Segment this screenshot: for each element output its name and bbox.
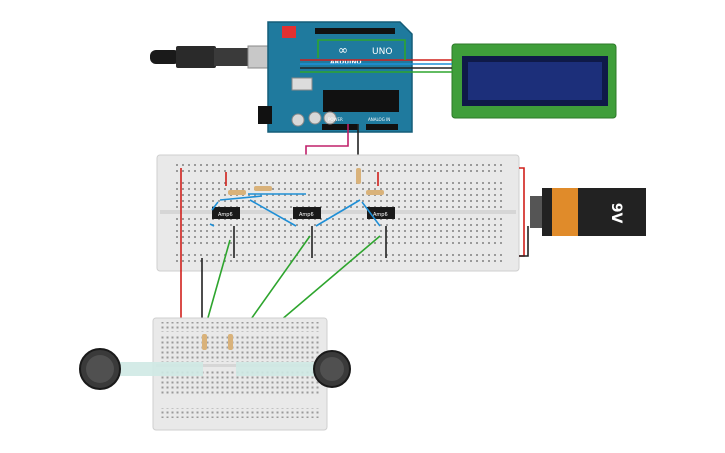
resistor xyxy=(366,190,384,195)
power-jack xyxy=(258,106,272,124)
digital-header xyxy=(315,28,395,34)
analog-header xyxy=(366,124,398,130)
arduino-brand: ARDUINO xyxy=(330,59,361,66)
lcd-wires xyxy=(300,39,452,73)
arduino-uno-board: ∞ ARDUINO UNO POWER ANALOG IN xyxy=(258,21,413,133)
force-sensors xyxy=(79,348,351,390)
op-amp-chip xyxy=(367,207,395,219)
arduino-logo: ∞ xyxy=(338,43,348,57)
op-amp-chip xyxy=(293,207,321,219)
svg-text:Amp6: Amp6 xyxy=(218,212,233,218)
power-label: POWER xyxy=(328,117,343,122)
op-amp-chips: Amp6 Amp6 Amp6 xyxy=(212,207,395,219)
op-amp-chip xyxy=(212,207,240,219)
breadboard-jumpers xyxy=(209,172,387,258)
resistors-main xyxy=(228,168,384,195)
analog-label: ANALOG IN xyxy=(368,117,390,122)
battery-terminal-cap xyxy=(542,188,552,236)
resistor xyxy=(254,186,272,191)
resistor xyxy=(202,334,207,350)
usb-cable xyxy=(150,45,273,69)
lcd-display xyxy=(451,43,617,119)
arduino-model: UNO xyxy=(372,47,392,57)
battery-9v: 9V xyxy=(519,167,646,257)
power-header xyxy=(322,124,358,130)
battery-voltage-label: 9V xyxy=(608,203,624,224)
resistor xyxy=(228,334,233,350)
svg-text:Amp6: Amp6 xyxy=(299,212,314,218)
lcd-screen xyxy=(468,62,602,100)
battery-clip xyxy=(530,196,542,228)
atmega-chip xyxy=(323,90,399,112)
resistor xyxy=(356,168,361,184)
svg-text:Amp6: Amp6 xyxy=(373,212,388,218)
resistor xyxy=(228,190,246,195)
battery-body xyxy=(552,188,578,236)
reset-button xyxy=(282,26,296,38)
